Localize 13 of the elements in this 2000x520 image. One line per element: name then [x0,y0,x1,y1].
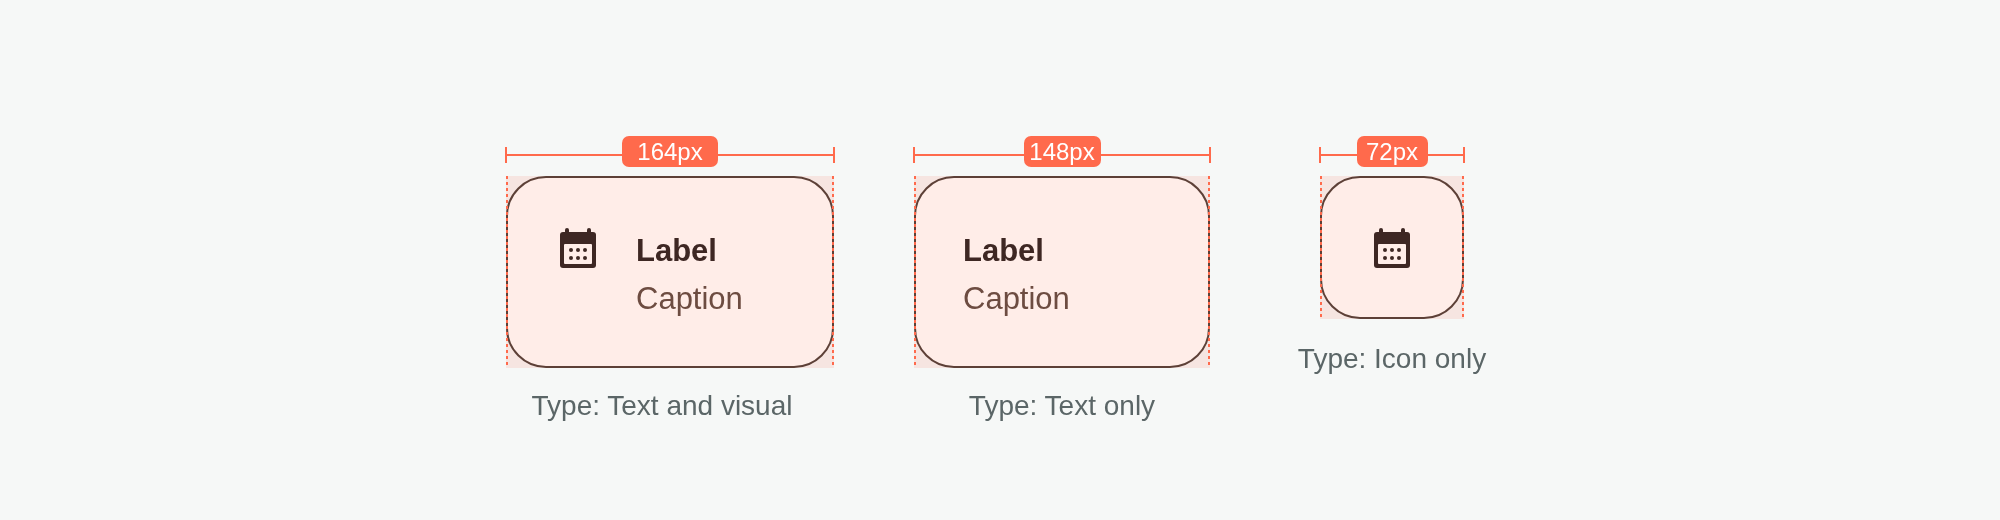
rounded-card [506,176,834,368]
caption-text: Caption [636,280,743,318]
rounded-card [1320,176,1464,319]
rounded-card [914,176,1210,368]
type-caption: Type: Icon only [1297,342,1487,376]
label-text: Label [636,232,717,270]
type-caption: Type: Text and visual [531,389,793,423]
dimension-label: 148px [1023,136,1101,167]
dimension-label: 164px [622,136,718,167]
label-text: Label [963,232,1044,270]
type-caption: Type: Text only [968,389,1156,423]
dimension-label: 72px [1356,136,1428,167]
caption-text: Caption [963,280,1070,318]
